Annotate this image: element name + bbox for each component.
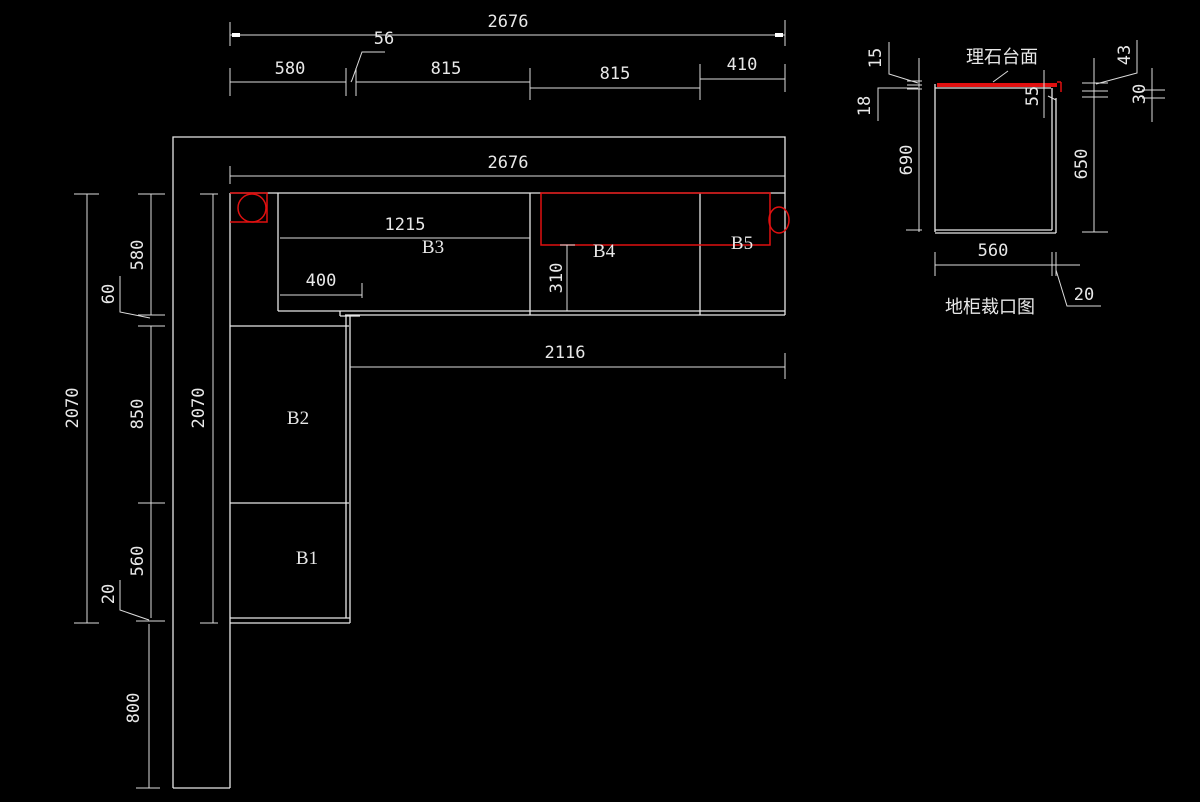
dim-inner-2676: 2676: [488, 153, 529, 173]
dim-left-580: 580: [128, 240, 148, 271]
red-fixtures: [230, 192, 790, 246]
dim-400: 400: [306, 271, 337, 291]
dim-left-850: 850: [128, 399, 148, 430]
top-dimensions: 2676 580 56 815 815 410 2676 1215 400 31…: [229, 12, 786, 379]
dim-815-b: 815: [600, 64, 631, 84]
left-dimensions: 2070 580 60 850 560 20 800 2070: [63, 193, 218, 789]
dim-section-690: 690: [897, 145, 917, 176]
dim-section-20: 20: [1074, 285, 1094, 305]
label-b1: B1: [296, 548, 318, 569]
dim-310: 310: [547, 263, 567, 294]
corner-pipe-icon: [237, 193, 267, 223]
sink-cutout: [540, 192, 771, 246]
dim-left-60: 60: [99, 284, 119, 304]
label-b5: B5: [731, 233, 753, 254]
dim-left-20: 20: [99, 584, 119, 604]
dim-815-a: 815: [431, 59, 462, 79]
dim-section-15: 15: [866, 48, 886, 68]
dim-left-800: 800: [124, 693, 144, 724]
dim-section-650: 650: [1072, 149, 1092, 180]
label-b4: B4: [593, 241, 616, 262]
countertop-label: 理石台面: [966, 47, 1038, 68]
dim-section-18: 18: [855, 96, 875, 116]
dim-56: 56: [374, 29, 394, 49]
dim-1215: 1215: [385, 215, 426, 235]
section-title: 地柜裁口图: [945, 297, 1035, 318]
dim-section-55: 55: [1023, 86, 1043, 106]
dim-left-2070-outer: 2070: [63, 388, 83, 429]
dim-section-560: 560: [978, 241, 1009, 261]
dim-2116: 2116: [545, 343, 586, 363]
dim-left-560: 560: [128, 546, 148, 577]
section-detail: 理石台面 15 18 690 55 43 30 650 5: [855, 40, 1165, 318]
plan-outline: [172, 136, 786, 789]
dim-580-top: 580: [275, 59, 306, 79]
outer-wall: [172, 136, 786, 788]
dim-410: 410: [727, 55, 758, 75]
dim-left-2070-inner: 2070: [189, 388, 209, 429]
label-b2: B2: [287, 408, 309, 429]
cabinet-labels: B1 B2 B3 B4 B5: [287, 233, 753, 569]
dim-overall-top: 2676: [488, 12, 529, 32]
countertop-slab: [937, 83, 1057, 87]
label-b3: B3: [422, 237, 444, 258]
dim-section-30: 30: [1130, 84, 1150, 104]
dim-section-43: 43: [1115, 45, 1135, 65]
end-pipe-icon: [768, 206, 790, 234]
